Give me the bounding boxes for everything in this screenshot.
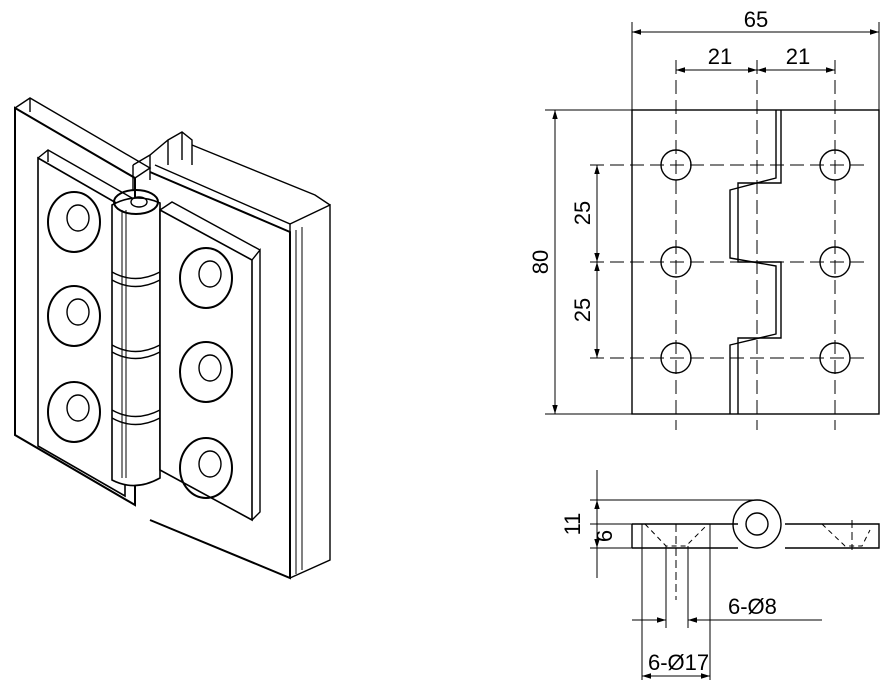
pin-section [745, 512, 769, 536]
countersink-right-hidden [821, 523, 871, 547]
dim-pitch-lower: 25 [570, 298, 595, 322]
right-plate-outline [149, 171, 291, 580]
left-leaf-holes [47, 191, 101, 443]
right-leaf-holes [179, 247, 233, 499]
countersink-left-hidden [644, 523, 709, 547]
right-leaf-top [159, 201, 261, 251]
front-view-holes [660, 149, 851, 374]
right-plate-side [289, 203, 331, 579]
dim-hole-diameter: 6-Ø8 [728, 594, 777, 619]
dim-leaf-thickness: 6 [592, 530, 617, 542]
center-post-edges [132, 132, 183, 190]
right-plate-flange-lines [295, 227, 303, 574]
right-leaf-edge [251, 248, 261, 521]
dim-overall-height: 80 [528, 250, 553, 274]
right-leaf [159, 208, 253, 522]
right-plate-top [154, 144, 331, 232]
left-leaf [37, 156, 126, 498]
front-view: 65 21 21 80 25 25 [528, 7, 880, 430]
dim-countersink-diameter: 6-Ø17 [648, 650, 709, 675]
bottom-view: 11 6 6-Ø8 6-Ø17 [560, 470, 880, 680]
left-plate-top-edge [14, 97, 152, 179]
dim-hole-offset-left: 21 [708, 44, 732, 69]
hinge-knuckle [111, 189, 161, 487]
dim-overall-width: 65 [744, 7, 768, 32]
dim-total-thickness: 11 [560, 513, 585, 536]
center-post-top [132, 131, 193, 166]
dim-hole-offset-right: 21 [786, 44, 810, 69]
left-leaf-section [631, 523, 738, 549]
left-plate-outline [14, 106, 136, 507]
isometric-hinge-view [14, 97, 331, 580]
knuckle-section [732, 499, 782, 549]
right-leaf-section [785, 523, 880, 549]
dim-pitch-upper: 25 [570, 201, 595, 225]
